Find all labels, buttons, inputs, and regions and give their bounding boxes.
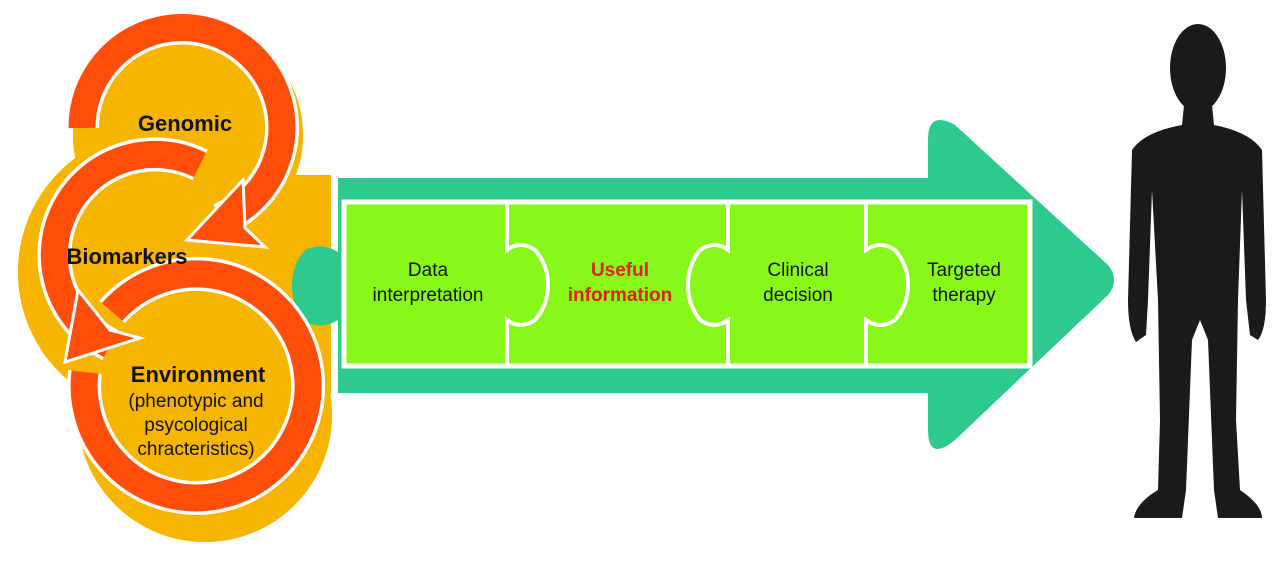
puzzle-piece-clinical-decision: Clinical decision <box>763 260 833 306</box>
label-environment-sub-3: chracteristics) <box>137 439 254 460</box>
puzzle-divider-3 <box>864 202 911 366</box>
svg-text:decision: decision <box>763 285 833 306</box>
cycle-arrows <box>37 10 326 515</box>
puzzle-panel <box>341 199 1033 369</box>
svg-text:Clinical: Clinical <box>767 260 828 281</box>
puzzle-piece-data-interpretation: Data interpretation <box>373 260 484 306</box>
svg-text:therapy: therapy <box>932 285 996 306</box>
puzzle-piece-useful-information: Useful information <box>568 260 673 306</box>
svg-text:information: information <box>568 285 673 306</box>
label-environment-sub-1: (phenotypic and <box>128 391 263 412</box>
puzzle-divider-2 <box>685 202 730 366</box>
puzzle-piece-targeted-therapy: Targeted therapy <box>927 260 1001 306</box>
svg-text:Targeted: Targeted <box>927 260 1001 281</box>
svg-text:Data: Data <box>408 260 449 281</box>
label-environment-sub-2: psycological <box>144 415 248 436</box>
svg-text:interpretation: interpretation <box>373 285 484 306</box>
label-biomarkers: Biomarkers <box>66 244 187 269</box>
puzzle-divider-1 <box>505 202 551 366</box>
label-environment: Environment <box>131 362 266 387</box>
svg-text:Useful: Useful <box>591 260 649 281</box>
person-silhouette-icon <box>1128 24 1266 518</box>
label-genomic: Genomic <box>138 111 232 136</box>
